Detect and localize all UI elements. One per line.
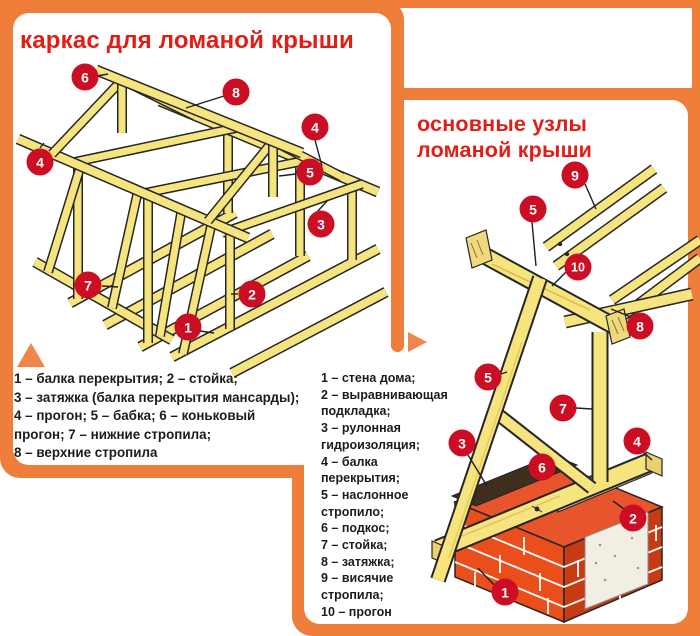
right-title-line2: ломаной крыши <box>417 138 593 163</box>
callout-badge-5: 5 <box>296 158 324 186</box>
legend-line: 10 – прогон <box>321 604 392 619</box>
callout-badge-3: 3 <box>307 210 335 238</box>
legend-line: 8 – затяжка; <box>321 554 395 569</box>
legend-line: перекрытия; <box>321 471 400 486</box>
callout-badge-2: 2 <box>238 280 266 308</box>
right-title-line1: основные узлы <box>417 112 588 136</box>
legend-line: 7 – стойка; <box>321 538 388 553</box>
legend-line: 9 – висячие <box>321 571 394 586</box>
legend-line: стропило; <box>321 504 385 519</box>
callout-badge-4: 4 <box>26 148 54 176</box>
right-panel-legend: 1 – стена дома; 2 – выравнивающая подкла… <box>321 370 471 621</box>
callout-badge-8: 8 <box>626 312 654 340</box>
callout-badge-1: 1 <box>174 313 202 341</box>
callout-badge-6: 6 <box>528 453 556 481</box>
legend-line: 8 – верхние стропила <box>14 445 158 461</box>
legend-line: 1 – балка перекрытия; 2 – стойка; <box>14 371 238 386</box>
callout-badge-8: 8 <box>222 78 250 106</box>
callout-badge-10: 10 <box>564 253 592 281</box>
callout-badge-4: 4 <box>623 427 651 455</box>
legend-line: прогон; 7 – нижние стропила; <box>14 426 212 442</box>
legend-line: 1 – стена дома; <box>321 371 416 385</box>
left-panel-title: каркас для ломаной крыши <box>20 27 354 54</box>
callout-badge-7: 7 <box>549 394 577 422</box>
callout-badge-5: 5 <box>519 195 547 223</box>
legend-line: 3 – рулонная <box>321 421 401 436</box>
right-panel-title: основные узлы ломаной крыши <box>417 111 592 163</box>
callout-badge-3: 3 <box>448 429 476 457</box>
legend-line: 6 – подкос; <box>321 521 390 536</box>
left-panel-legend: 1 – балка перекрытия; 2 – стойка; 3 – за… <box>14 370 344 463</box>
legend-line: стропила; <box>321 588 384 603</box>
legend-line: 3 – затяжка (балка перекрытия мансарды); <box>14 389 300 405</box>
legend-line: 4 – прогон; 5 – бабка; 6 – коньковый <box>14 408 256 424</box>
callout-badge-7: 7 <box>74 271 102 299</box>
callout-badge-6: 6 <box>71 63 99 91</box>
callout-badge-9: 9 <box>561 161 589 189</box>
legend-line: 4 – балка <box>321 454 378 469</box>
legend-line: 5 – наслонное <box>321 487 409 502</box>
callout-badge-4: 4 <box>301 113 329 141</box>
legend-line: 2 – выравнивающая <box>321 387 448 402</box>
legend-line: подкладка; <box>321 404 391 419</box>
callout-badge-2: 2 <box>619 504 647 532</box>
callout-badge-5: 5 <box>474 363 502 391</box>
legend-line: гидроизоляция; <box>321 437 421 452</box>
callout-badge-1: 1 <box>491 578 519 606</box>
panel-divider-border <box>391 100 404 352</box>
